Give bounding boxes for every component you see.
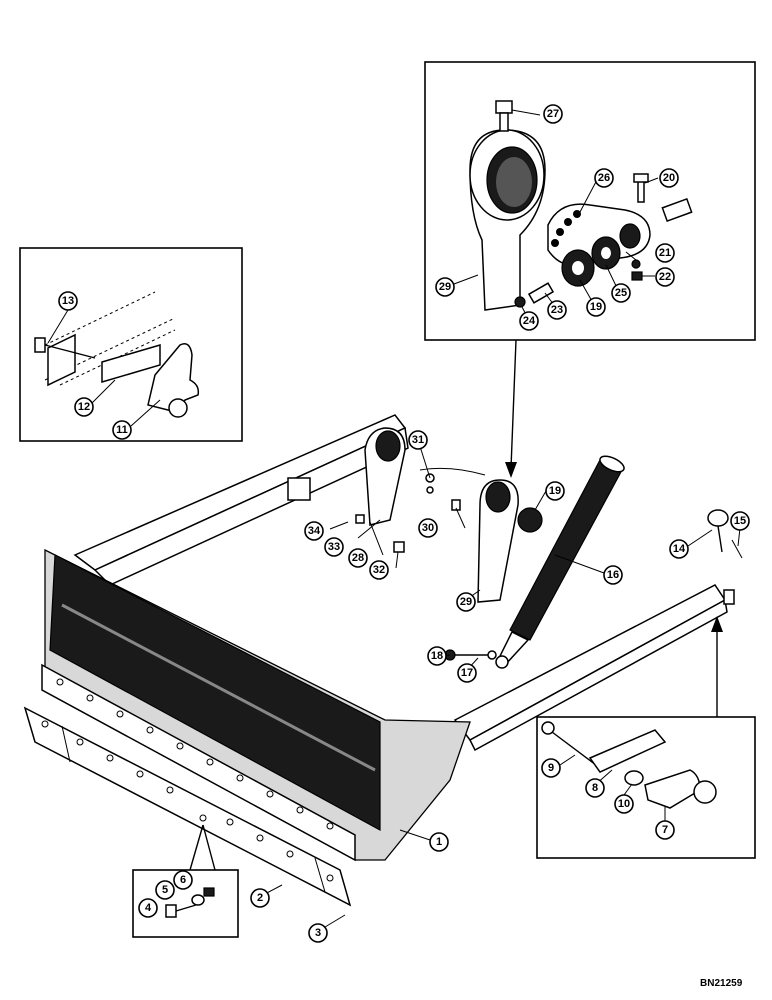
bearing-housing [469,129,546,311]
svg-text:7: 7 [662,824,668,836]
svg-text:1: 1 [436,836,442,848]
svg-text:24: 24 [523,315,536,327]
svg-text:17: 17 [461,667,473,679]
callout-23: 23 [547,300,567,320]
cutting-edge [23,706,352,907]
svg-text:18: 18 [431,650,443,662]
grease-fitting-parts [514,173,693,308]
callout-17: 17 [457,663,477,683]
callout-16: 16 [603,565,623,585]
svg-text:16: 16 [607,569,619,581]
cylinder-pin [444,649,497,661]
dozer-blade [41,548,471,862]
svg-text:6: 6 [180,874,186,886]
callout-20: 20 [659,168,679,188]
svg-text:34: 34 [308,525,321,537]
callout-32: 32 [369,560,389,580]
inset-box-frame-bracket [19,247,243,442]
svg-text:11: 11 [116,424,128,436]
svg-text:10: 10 [618,798,630,810]
hitch-casting [644,769,717,809]
svg-text:12: 12 [78,401,90,413]
svg-text:5: 5 [162,884,168,896]
svg-text:32: 32 [373,564,385,576]
callout-30: 30 [418,518,438,538]
svg-text:19: 19 [590,301,602,313]
svg-text:15: 15 [734,515,746,527]
callout-2: 2 [250,888,270,908]
svg-text:8: 8 [592,782,598,794]
callout-15: 15 [730,511,750,531]
callout-11: 11 [112,420,132,440]
svg-text:23: 23 [551,304,563,316]
callout-29-inset: 29 [435,277,455,297]
svg-text:2: 2 [257,892,263,904]
dozer-frame [73,414,728,752]
svg-text:9: 9 [548,762,554,774]
callout-29-main: 29 [456,592,476,612]
svg-text:13: 13 [62,295,74,307]
callout-19-inset: 19 [586,297,606,317]
callout-4: 4 [138,898,158,918]
callout-22: 22 [655,267,675,287]
svg-text:3: 3 [315,927,321,939]
svg-text:30: 30 [422,522,434,534]
svg-text:20: 20 [663,172,675,184]
spacer-washers [561,236,621,287]
pivot-brackets [364,427,519,603]
svg-text:29: 29 [439,281,451,293]
hitch-pin [707,509,743,559]
callout-26: 26 [594,168,614,188]
svg-text:4: 4 [145,902,152,914]
callout-28: 28 [348,548,368,568]
blade-bolt-holes [56,678,334,830]
callout-12: 12 [74,397,94,417]
callout-33: 33 [324,537,344,557]
svg-text:27: 27 [547,108,559,120]
frame-bolt [34,337,96,359]
callout-27: 27 [543,104,563,124]
svg-text:31: 31 [412,434,424,446]
svg-text:21: 21 [659,247,671,259]
callout-7: 7 [655,820,675,840]
svg-text:28: 28 [352,552,364,564]
callout-10: 10 [614,794,634,814]
callout-1: 1 [429,832,449,852]
svg-text:25: 25 [615,287,627,299]
callout-34: 34 [304,521,324,541]
svg-text:22: 22 [659,271,671,283]
hitch-plate [588,729,667,786]
svg-text:29: 29 [460,596,472,608]
bearing-bolt [495,100,513,132]
callout-21: 21 [655,243,675,263]
callout-5: 5 [155,880,175,900]
bracket-plate [101,343,200,418]
callout-24: 24 [519,311,539,331]
callout-14: 14 [669,539,689,559]
callout-3: 3 [308,923,328,943]
callout-25: 25 [611,283,631,303]
callout-18: 18 [427,646,447,666]
svg-text:14: 14 [673,543,686,555]
callout-8: 8 [585,778,605,798]
callout-9: 9 [541,758,561,778]
svg-text:26: 26 [598,172,610,184]
svg-text:33: 33 [328,541,340,553]
callout-31: 31 [408,430,428,450]
lift-cylinder [495,455,625,669]
bolt-detail-parts [165,887,215,918]
callout-6: 6 [173,870,193,890]
callout-13: 13 [58,291,78,311]
callout-19-main: 19 [545,481,565,501]
drawing-reference: BN21259 [700,978,743,989]
svg-text:19: 19 [549,485,561,497]
